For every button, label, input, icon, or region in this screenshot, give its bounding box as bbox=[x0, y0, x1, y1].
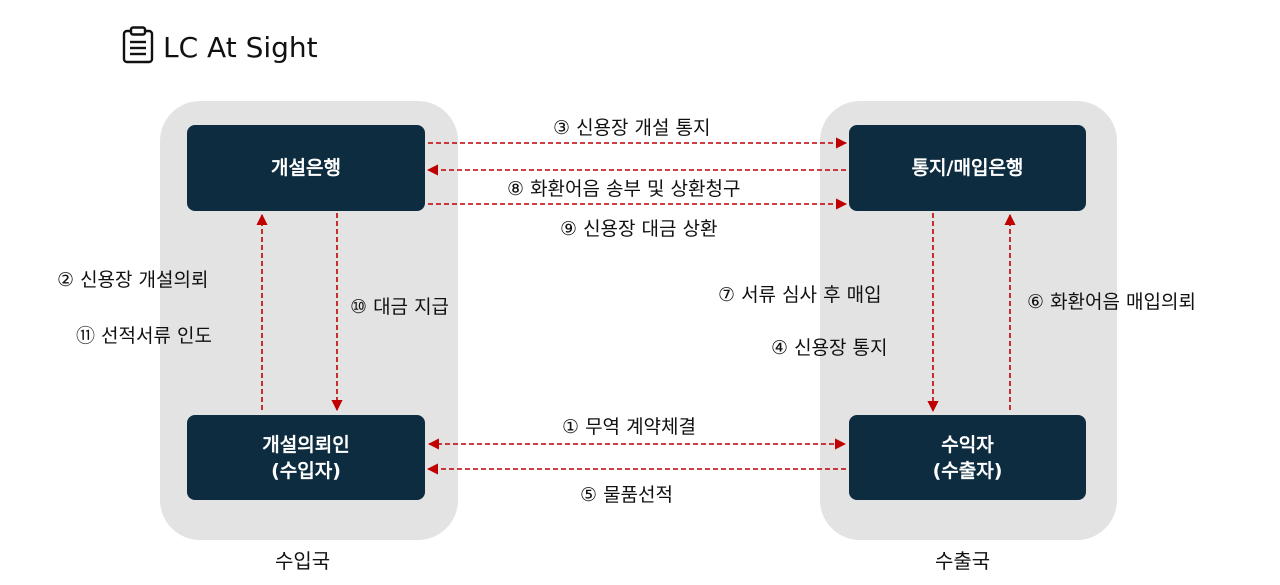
step-7-label: ⑦ 서류 심사 후 매입 bbox=[718, 284, 882, 306]
step-1-label: ① 무역 계약체결 bbox=[562, 416, 696, 438]
step-11-label: ⑪ 선적서류 인도 bbox=[76, 325, 212, 347]
beneficiary-label-line1: 수익자 bbox=[941, 433, 994, 456]
step-6-label: ⑥ 화환어음 매입의뢰 bbox=[1027, 291, 1196, 313]
step-9-label: ⑨ 신용장 대금 상환 bbox=[560, 218, 718, 240]
beneficiary-box: 수익자 (수출자) bbox=[849, 415, 1086, 500]
step-8-label: ⑧ 화환어음 송부 및 상환청구 bbox=[507, 178, 741, 200]
exporting-country-label: 수출국 bbox=[935, 549, 991, 573]
clipboard-icon bbox=[121, 26, 155, 68]
advising-bank-label: 통지/매입은행 bbox=[911, 157, 1024, 179]
applicant-label-line1: 개설의뢰인 bbox=[262, 433, 350, 456]
page-title: LC At Sight bbox=[121, 26, 318, 68]
step-4-label: ④ 신용장 통지 bbox=[771, 337, 888, 359]
applicant-box: 개설의뢰인 (수입자) bbox=[187, 415, 425, 500]
step-3-label: ③ 신용장 개설 통지 bbox=[553, 117, 711, 139]
applicant-label-line2: (수입자) bbox=[271, 459, 341, 482]
step-5-label: ⑤ 물품선적 bbox=[580, 484, 673, 506]
title-text: LC At Sight bbox=[163, 30, 318, 64]
advising-bank-box: 통지/매입은행 bbox=[849, 125, 1086, 211]
importing-country-label: 수입국 bbox=[275, 549, 331, 573]
issuing-bank-box: 개설은행 bbox=[187, 125, 425, 211]
issuing-bank-label: 개설은행 bbox=[271, 157, 341, 179]
step-10-label: ⑩ 대금 지급 bbox=[350, 296, 450, 318]
step-2-label: ② 신용장 개설의뢰 bbox=[57, 269, 209, 291]
beneficiary-label-line2: (수출자) bbox=[932, 459, 1003, 482]
